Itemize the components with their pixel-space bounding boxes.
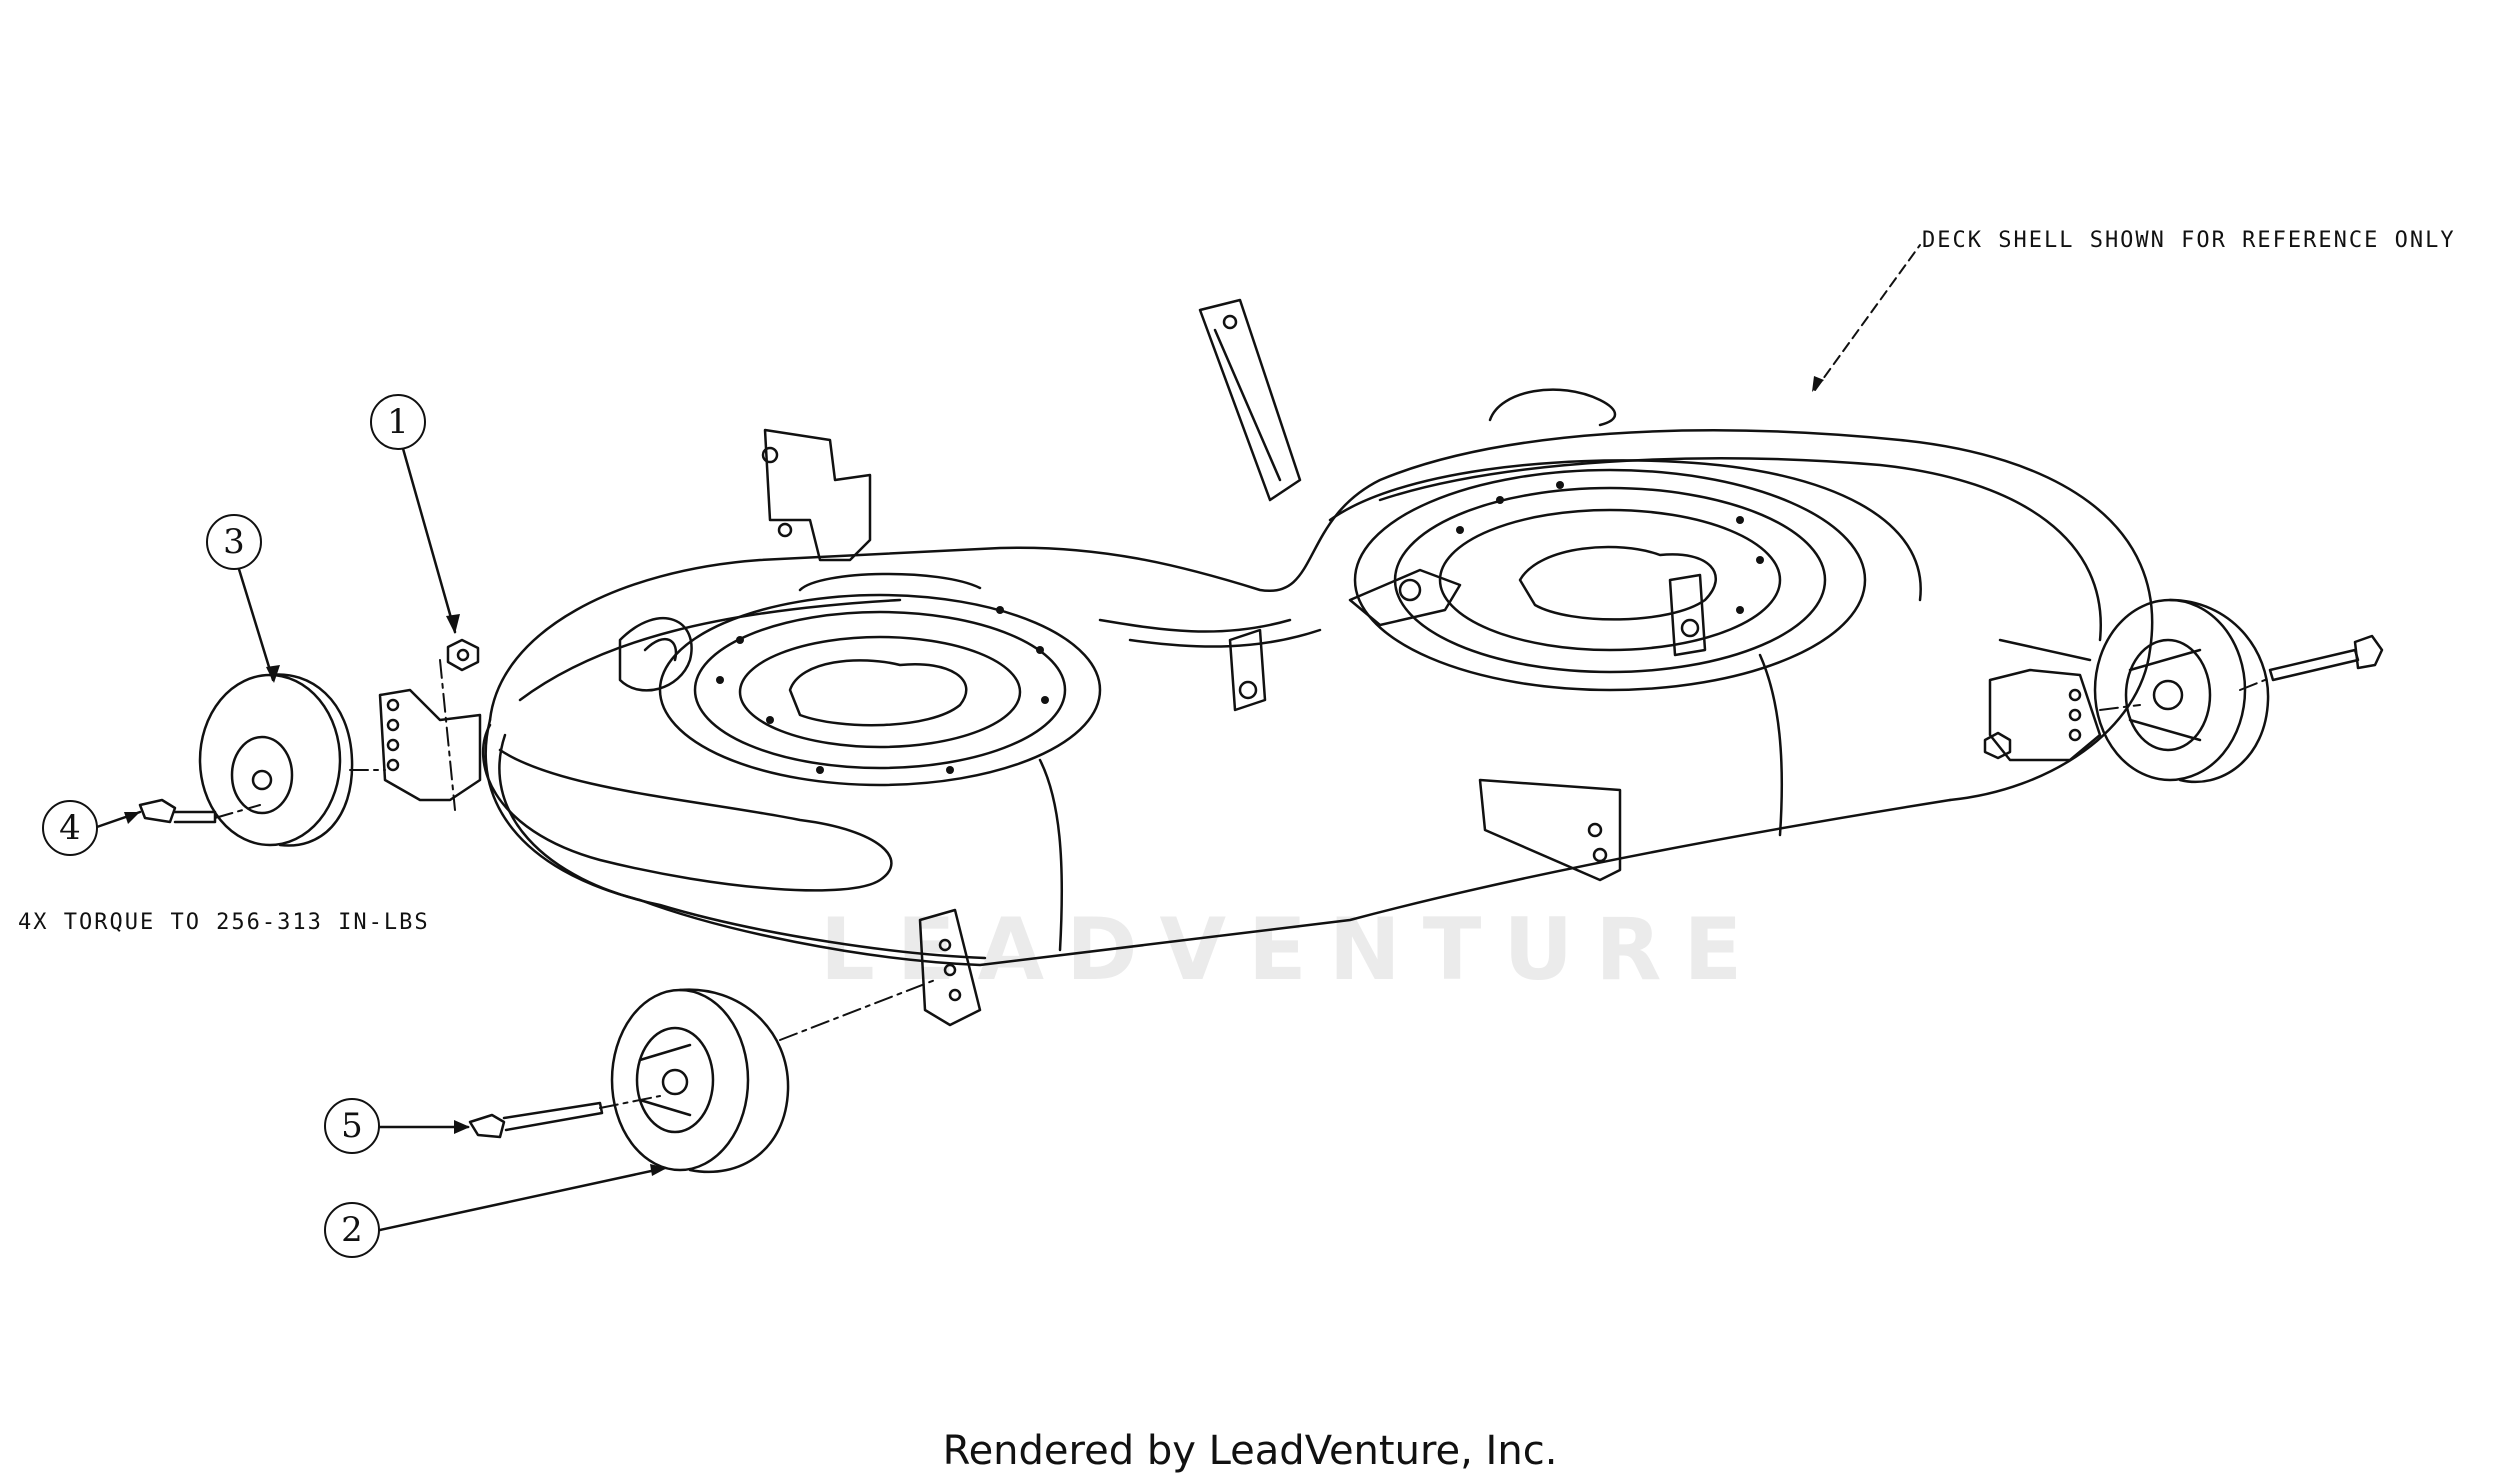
front-left-bracket xyxy=(918,908,982,1027)
front-left-wheel-bolt xyxy=(468,1101,604,1139)
deck-holes xyxy=(716,481,1764,774)
callout-3: 3 xyxy=(206,514,262,570)
rear-right-wheel-edge xyxy=(1488,388,1617,427)
left-wheel-bracket xyxy=(378,688,482,802)
right-wheel xyxy=(2093,598,2270,784)
left-wheel-bolt xyxy=(138,798,217,824)
right-spindle-pocket xyxy=(1098,459,1922,692)
torque-note: 4X TORQUE TO 256-313 IN-LBS xyxy=(18,910,430,935)
front-center-bracket xyxy=(1228,573,1707,712)
reference-arrowhead xyxy=(1812,376,1824,392)
callout-1: 1 xyxy=(370,394,426,450)
leader-arrowheads xyxy=(124,614,667,1176)
front-baffle-plate xyxy=(1478,778,1622,882)
right-hex-nut xyxy=(1983,731,2012,760)
left-wheel xyxy=(198,673,354,847)
reference-note: DECK SHELL SHOWN FOR REFERENCE ONLY xyxy=(1922,228,2456,253)
hex-nut xyxy=(446,638,480,672)
right-wheel-bolt xyxy=(2268,634,2384,682)
front-left-wheel xyxy=(610,988,790,1174)
deck-shell xyxy=(482,429,2154,967)
callout-5: 5 xyxy=(324,1098,380,1154)
callout-4: 4 xyxy=(42,800,98,856)
footer-credit: Rendered by LeadVenture, Inc. xyxy=(942,1428,1558,1474)
right-wheel-bracket xyxy=(1988,638,2102,762)
rear-left-bracket xyxy=(761,428,872,562)
idler-bracket xyxy=(1348,568,1462,627)
assembly-lines xyxy=(214,244,2271,1109)
leader-lines xyxy=(92,436,667,1232)
left-spindle-pocket xyxy=(618,572,1102,787)
callout-2: 2 xyxy=(324,1202,380,1258)
rear-lift-bracket xyxy=(1198,298,1302,502)
